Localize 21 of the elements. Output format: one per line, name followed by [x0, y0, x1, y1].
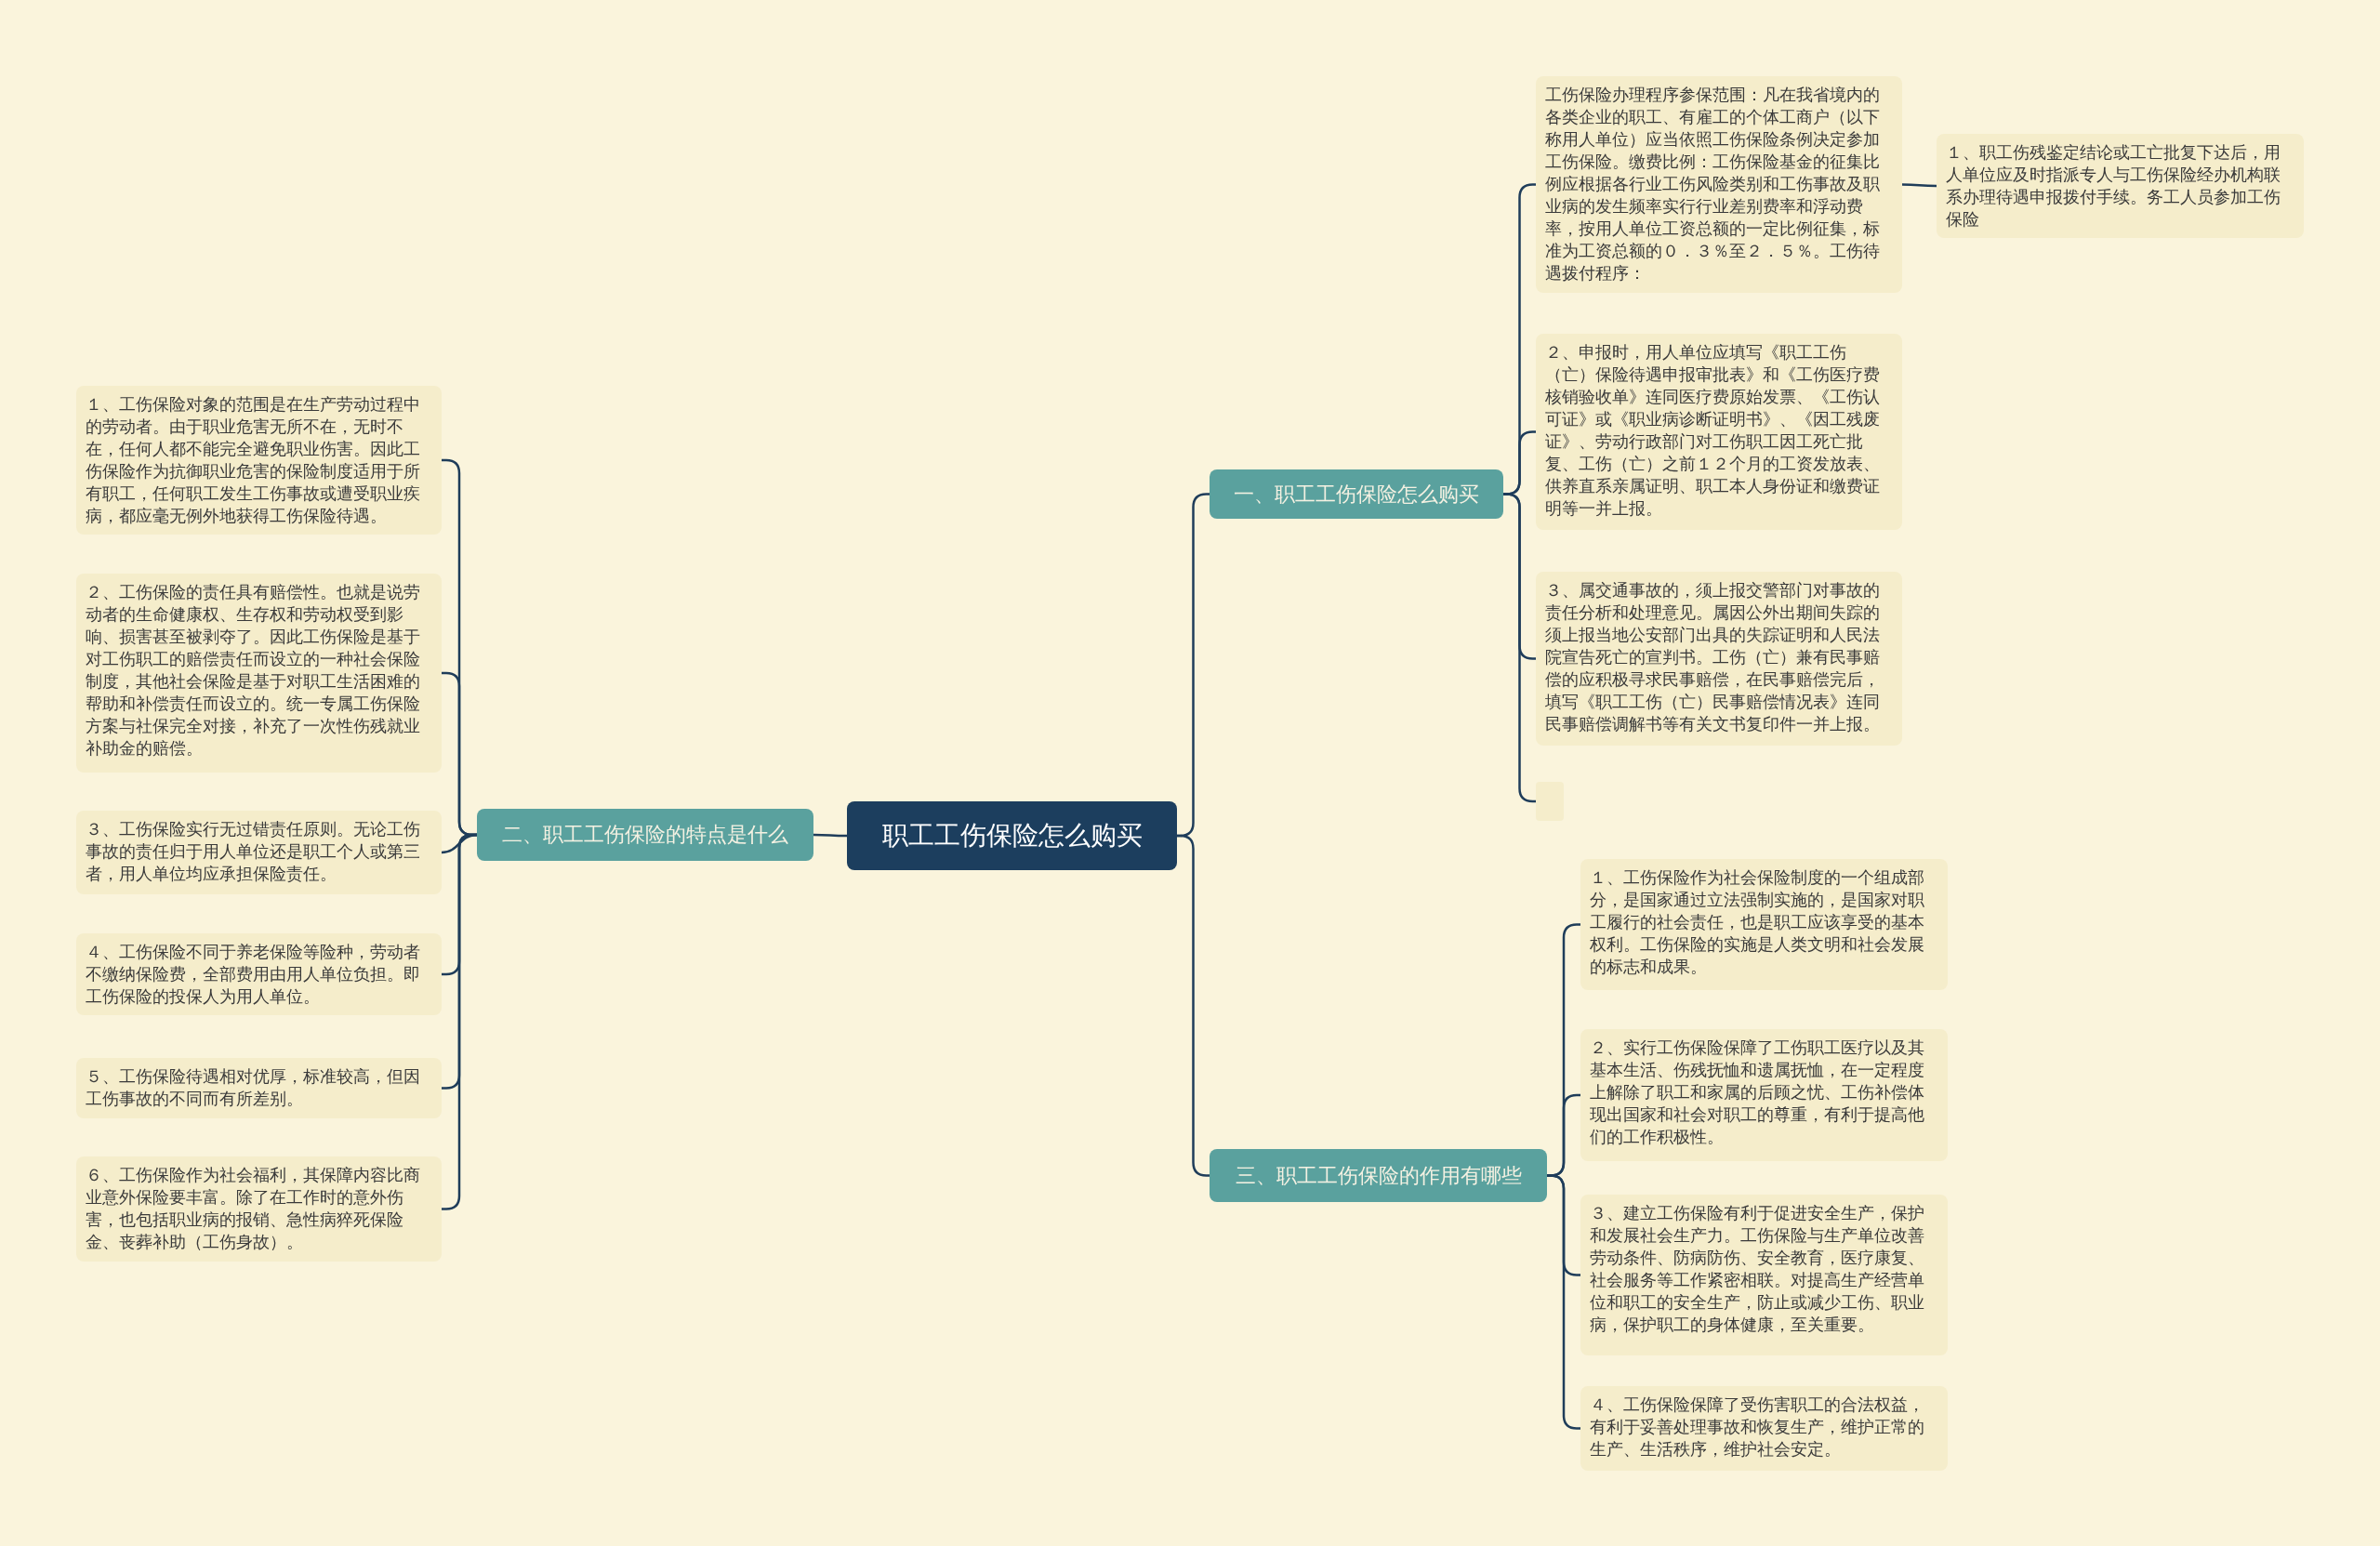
text-card: １、工伤保险对象的范围是在生产劳动过程中的劳动者。由于职业危害无所不在，无时不在，任何人都不能完全避免职业伤害。因此工伤保险作为抗御职业危害的保险制度适用于所有职工，任何职工发生工伤事故或遭受职业疾病，都应毫无例外地获得工伤保险待遇。: [76, 386, 442, 535]
connector-line: [1902, 183, 1937, 188]
text-card: ３、建立工伤保险有利于促进安全生产，保护和发展社会生产力。工伤保险与生产单位改善劳动条件、防病防伤、安全教育，医疗康复、社会服务等工作紧密相联。对提高生产经营单位和职工的安全生产，防止或减少工伤、职业病，保护职工的身体健康，至关重要。: [1580, 1195, 1948, 1355]
text-card: ４、工伤保险保障了受伤害职工的合法权益，有利于妥善处理事故和恢复生产，维护正常的生产、生活秩序，维护社会安定。: [1580, 1386, 1948, 1471]
text-card: １、职工伤残鉴定结论或工亡批复下达后，用人单位应及时指派专人与工伤保险经办机构联系办理待遇申报拨付手续。务工人员参加工伤保险: [1937, 134, 2304, 238]
branch-topic: 二、职工工伤保险的特点是什么: [477, 809, 813, 861]
text-card: ４、工伤保险不同于养老保险等险种，劳动者不缴纳保险费，全部费用由用人单位负担。即工伤保险的投保人为用人单位。: [76, 933, 442, 1015]
empty-card: [1536, 782, 1564, 821]
branch-topic: 一、职工工伤保险怎么购买: [1210, 469, 1503, 519]
text-card: １、工伤保险作为社会保险制度的一个组成部分，是国家通过立法强制实施的，是国家对职工履行的社会责任，也是职工应该享受的基本权利。工伤保险的实施是人类文明和社会发展的标志和成果。: [1580, 859, 1948, 990]
text-card: ５、工伤保险待遇相对优厚，标准较高，但因工伤事故的不同而有所差别。: [76, 1058, 442, 1118]
text-card: ３、工伤保险实行无过错责任原则。无论工伤事故的责任归于用人单位还是职工个人或第三者，用人单位均应承担保险责任。: [76, 811, 442, 894]
text-card: ２、工伤保险的责任具有赔偿性。也就是说劳动者的生命健康权、生存权和劳动权受到影响、损害甚至被剥夺了。因此工伤保险是基于对工伤职工的赔偿责任而设立的一种社会保险制度，其他社会保险是基于对职工生活困难的帮助和补偿责任而设立的。统一专属工伤保险方案与社保完全对接，补充了一次性伤残就业补助金的赔偿。: [76, 574, 442, 773]
connector-line: [813, 833, 847, 838]
text-card: ２、申报时，用人单位应填写《职工工伤（亡）保险待遇申报审批表》和《工伤医疗费核销验收单》连同医疗费原始发票、《工伤认可证》或《职业病诊断证明书》、《因工残废证》、劳动行政部门对工伤职工因工死亡批复、工伤（亡）之前１２个月的工资发放表、供养直系亲属证明、职工本人身份证和缴费证明等一并上报。: [1536, 334, 1902, 530]
text-card: ６、工伤保险作为社会福利，其保障内容比商业意外保险要丰富。除了在工作时的意外伤害，也包括职业病的报销、急性病猝死保险金、丧葬补助（工伤身故）。: [76, 1156, 442, 1262]
text-card: ３、属交通事故的，须上报交警部门对事故的责任分析和处理意见。属因公外出期间失踪的须上报当地公安部门出具的失踪证明和人民法院宣告死亡的宣判书。工伤（亡）兼有民事赔偿的应积极寻求民事赔偿，在民事赔偿完后，填写《职工工伤（亡）民事赔偿情况表》连同民事赔偿调解书等有关文书复印件一并上报。: [1536, 572, 1902, 746]
text-card: ２、实行工伤保险保障了工伤职工医疗以及其基本生活、伤残抚恤和遗属抚恤，在一定程度上解除了职工和家属的后顾之忧、工伤补偿体现出国家和社会对职工的尊重，有利于提高他们的工作积极性。: [1580, 1029, 1948, 1161]
branch-topic: 三、职工工伤保险的作用有哪些: [1210, 1149, 1547, 1202]
text-card: 工伤保险办理程序参保范围：凡在我省境内的各类企业的职工、有雇工的个体工商户（以下称用人单位）应当依照工伤保险条例决定参加工伤保险。缴费比例：工伤保险基金的征集比例应根据各行业工伤风险类别和工伤事故及职业病的发生频率实行行业差别费率和浮动费率，按用人单位工资总额的一定比例征集，标准为工资总额的０．３％至２．５％。工伤待遇拨付程序：: [1536, 76, 1902, 293]
central-topic: 职工工伤保险怎么购买: [847, 801, 1177, 870]
